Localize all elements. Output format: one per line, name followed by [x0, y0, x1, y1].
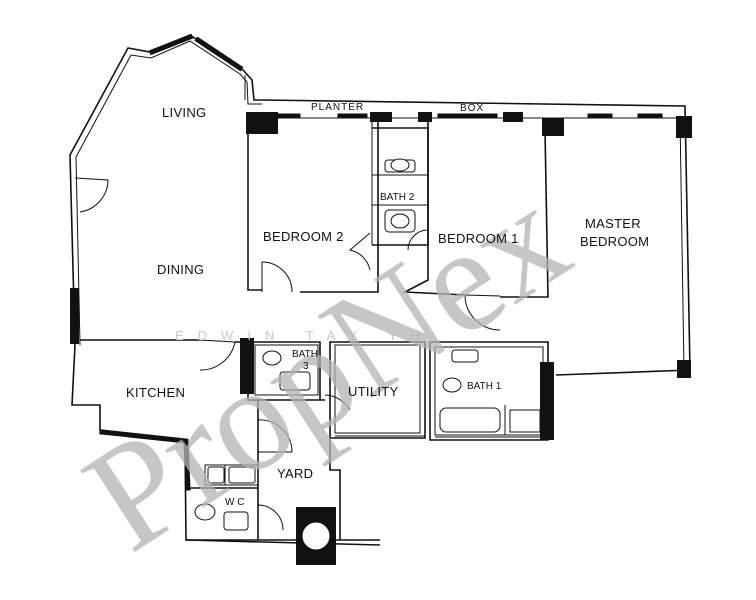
room-label-yard: YARD [277, 466, 313, 481]
watermark-agent-name: EDWIN TAY YH [175, 328, 434, 343]
room-label-dining: DINING [157, 262, 204, 277]
room-label-bath2: BATH 2 [380, 192, 415, 203]
planter-label-word2: BOX [460, 103, 484, 114]
room-label-kitchen: KITCHEN [126, 385, 185, 400]
columns [70, 112, 692, 565]
room-label-living: LIVING [162, 105, 206, 120]
room-label-wc: W C [225, 497, 244, 508]
room-label-master-line1: MASTER [585, 216, 641, 231]
room-label-bath3-line2: 3 [303, 361, 309, 372]
outer-walls [69, 34, 691, 546]
room-labels: PLANTER BOX LIVING DINING BEDROOM 2 BEDR… [126, 102, 649, 508]
room-label-bedroom2: BEDROOM 2 [263, 229, 344, 244]
planter-label-word1: PLANTER [311, 102, 364, 113]
fixtures [194, 158, 541, 531]
doors [74, 177, 501, 531]
room-label-bath3-line1: BATH [292, 349, 318, 360]
interior-walls [80, 118, 549, 540]
room-label-bath1: BATH 1 [467, 381, 502, 392]
room-label-utility: UTILITY [348, 384, 399, 399]
room-label-bedroom1: BEDROOM 1 [438, 231, 519, 246]
room-label-master-line2: BEDROOM [580, 234, 649, 249]
window-marks [148, 33, 663, 438]
